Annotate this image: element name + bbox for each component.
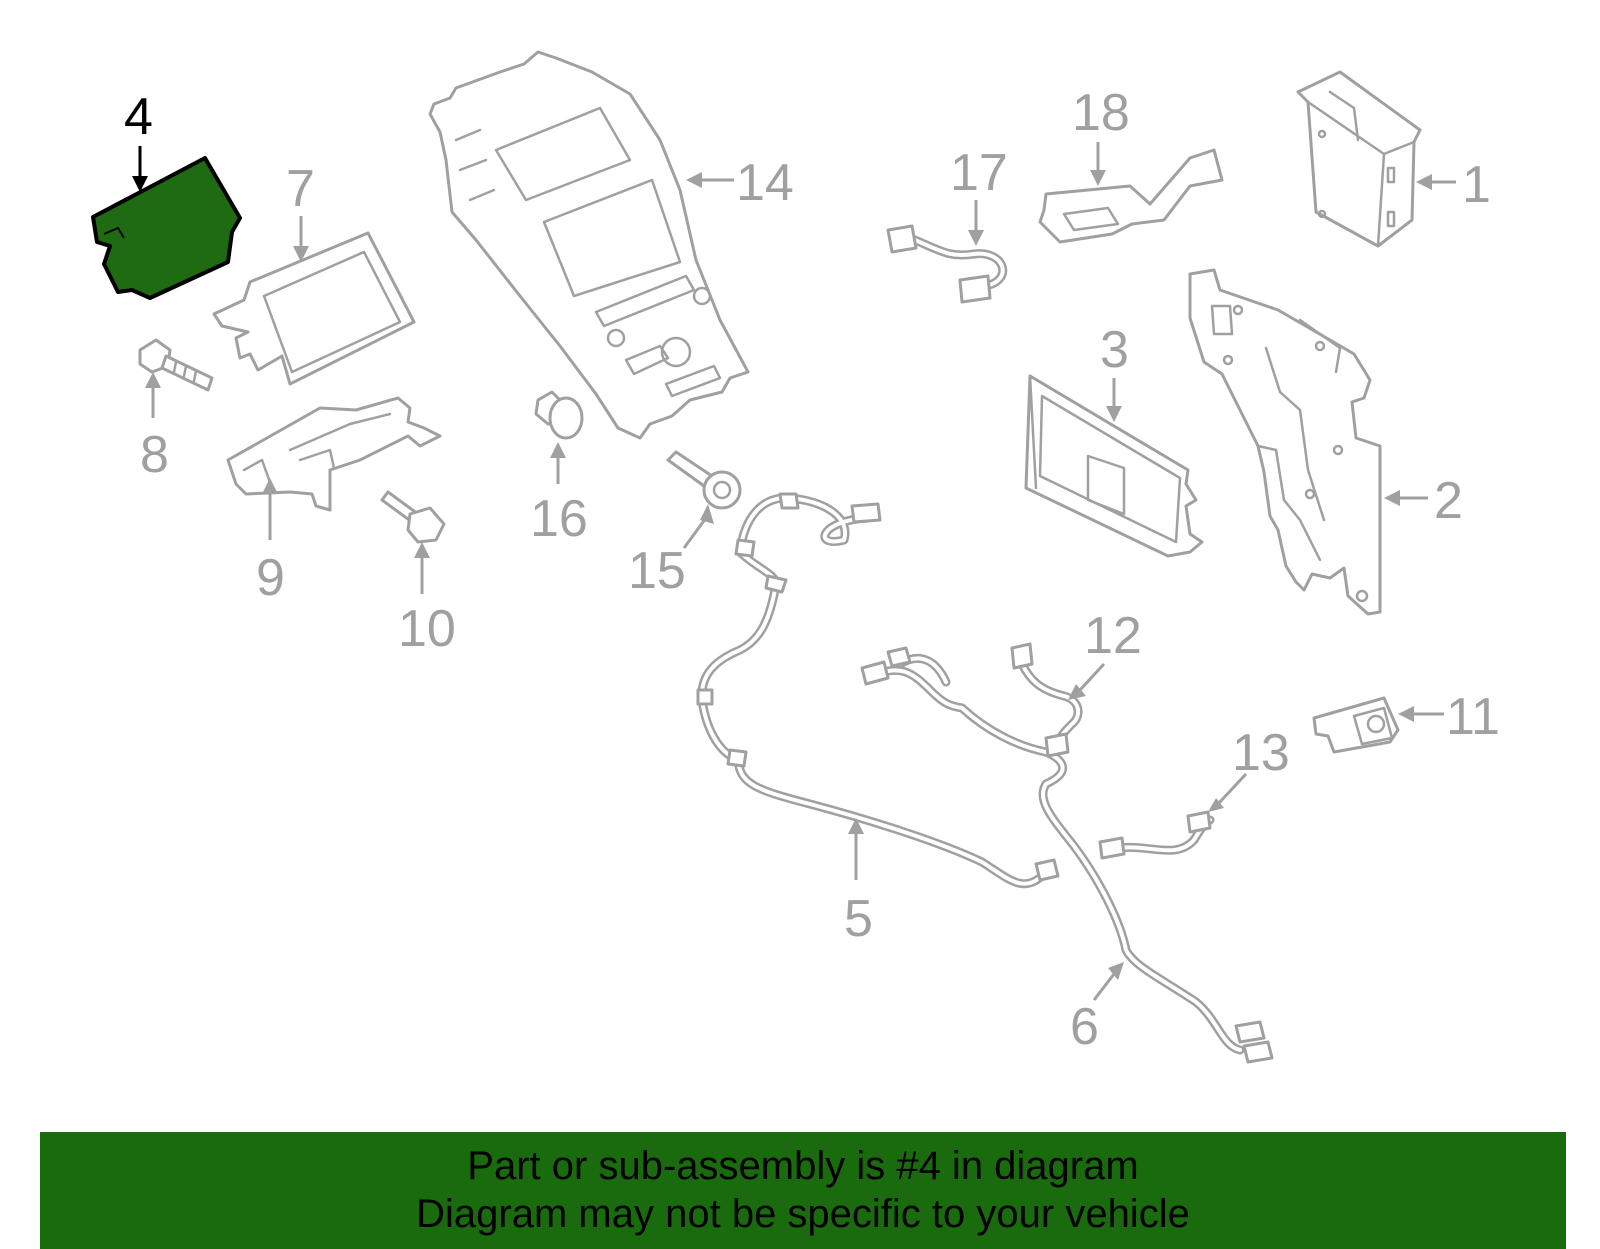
callout-13: 13 bbox=[1208, 724, 1290, 812]
part-1-module bbox=[1296, 70, 1422, 248]
svg-text:9: 9 bbox=[256, 549, 285, 607]
callout-9: 9 bbox=[256, 478, 285, 607]
svg-text:16: 16 bbox=[530, 490, 588, 548]
svg-text:2: 2 bbox=[1434, 472, 1463, 530]
part-7 bbox=[212, 231, 416, 386]
svg-text:1: 1 bbox=[1462, 156, 1491, 214]
callout-7: 7 bbox=[286, 160, 315, 262]
part-3-module bbox=[1024, 374, 1204, 558]
part-4-highlighted[interactable] bbox=[91, 156, 242, 300]
svg-text:18: 18 bbox=[1072, 84, 1130, 142]
part-15-screw bbox=[666, 450, 742, 510]
callout-5: 5 bbox=[844, 818, 873, 948]
parts-diagram: 4 7 8 9 10 bbox=[91, 50, 1500, 1064]
banner-line-1: Part or sub-assembly is #4 in diagram bbox=[467, 1144, 1139, 1188]
part-13-harness bbox=[1098, 810, 1215, 860]
svg-text:14: 14 bbox=[736, 154, 794, 212]
svg-text:4: 4 bbox=[124, 88, 153, 146]
callout-1: 1 bbox=[1416, 156, 1491, 214]
svg-text:13: 13 bbox=[1232, 724, 1290, 782]
part-9-bracket bbox=[226, 396, 442, 512]
svg-text:10: 10 bbox=[398, 600, 456, 658]
part-17-harness bbox=[886, 224, 1008, 304]
callout-2: 2 bbox=[1384, 472, 1463, 530]
callout-14: 14 bbox=[686, 154, 794, 212]
callout-11: 11 bbox=[1398, 688, 1500, 746]
part-10-bolt bbox=[380, 490, 446, 544]
info-banner: Part or sub-assembly is #4 in diagram Di… bbox=[40, 1132, 1566, 1249]
callout-18: 18 bbox=[1072, 84, 1130, 186]
svg-text:15: 15 bbox=[628, 542, 686, 600]
svg-text:8: 8 bbox=[140, 426, 169, 484]
part-12-harness bbox=[1010, 642, 1083, 758]
part-8-bolt bbox=[138, 338, 214, 392]
callout-17: 17 bbox=[950, 144, 1008, 246]
banner-line-2: Diagram may not be specific to your vehi… bbox=[416, 1192, 1190, 1236]
callout-4: 4 bbox=[124, 88, 153, 192]
part-11-switch bbox=[1312, 696, 1400, 754]
svg-text:5: 5 bbox=[844, 890, 873, 948]
svg-text:17: 17 bbox=[950, 144, 1008, 202]
callout-6: 6 bbox=[1070, 962, 1124, 1056]
svg-text:11: 11 bbox=[1446, 688, 1500, 746]
callout-8: 8 bbox=[140, 372, 169, 484]
part-14-console-bezel bbox=[428, 50, 750, 440]
part-2-bracket bbox=[1188, 268, 1382, 616]
svg-text:12: 12 bbox=[1084, 607, 1142, 665]
svg-text:3: 3 bbox=[1100, 321, 1129, 379]
callout-12: 12 bbox=[1068, 607, 1142, 700]
part-5-harness bbox=[696, 492, 1060, 889]
part-16-nut bbox=[534, 390, 584, 440]
part-18-bracket bbox=[1038, 148, 1224, 244]
callout-3: 3 bbox=[1100, 321, 1129, 422]
callout-16: 16 bbox=[530, 442, 588, 548]
callout-10: 10 bbox=[398, 542, 456, 658]
svg-text:6: 6 bbox=[1070, 998, 1099, 1056]
svg-text:7: 7 bbox=[286, 160, 315, 218]
part-6-harness bbox=[860, 646, 1274, 1064]
callout-15: 15 bbox=[628, 504, 714, 600]
